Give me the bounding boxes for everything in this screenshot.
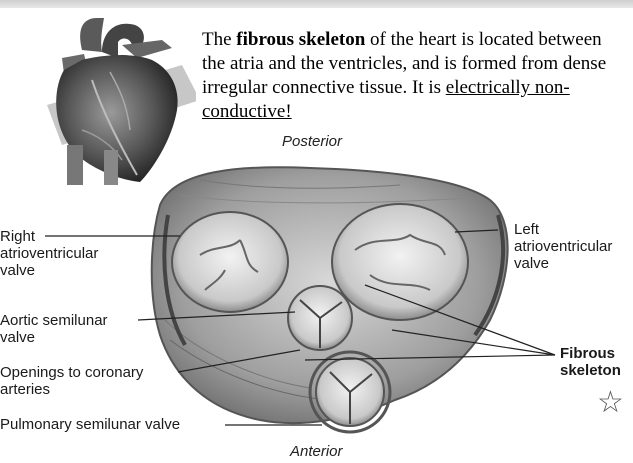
left-av-label-line2: atrioventricular xyxy=(514,238,612,255)
pulmonary-valve-label: Pulmonary semilunar valve xyxy=(0,416,180,433)
fibrous-label-line1: Fibrous xyxy=(560,345,621,362)
fibrous-label-line2: skeleton xyxy=(560,362,621,379)
left-av-valve-label: Left atrioventricular valve xyxy=(514,221,612,272)
fibrous-skeleton-label: Fibrous skeleton xyxy=(560,345,621,379)
left-av-label-line1: Left xyxy=(514,221,612,238)
right-av-valve-label: Right atrioventricular valve xyxy=(0,228,98,279)
left-av-valve xyxy=(332,204,468,320)
coronary-openings-label: Openings to coronary arteries xyxy=(0,364,143,398)
aortic-valve-label: Aortic semilunar valve xyxy=(0,312,108,346)
right-av-label-line1: Right xyxy=(0,228,98,245)
star-icon: ☆ xyxy=(597,388,624,418)
coronary-label-line2: arteries xyxy=(0,381,143,398)
posterior-label: Posterior xyxy=(282,133,342,150)
right-av-valve xyxy=(172,212,288,312)
right-av-label-line3: valve xyxy=(0,262,98,279)
right-av-label-line2: atrioventricular xyxy=(0,245,98,262)
anterior-label: Anterior xyxy=(290,443,343,460)
coronary-label-line1: Openings to coronary xyxy=(0,364,143,381)
aortic-label-line1: Aortic semilunar xyxy=(0,312,108,329)
aortic-label-line2: valve xyxy=(0,329,108,346)
left-av-label-line3: valve xyxy=(514,255,612,272)
